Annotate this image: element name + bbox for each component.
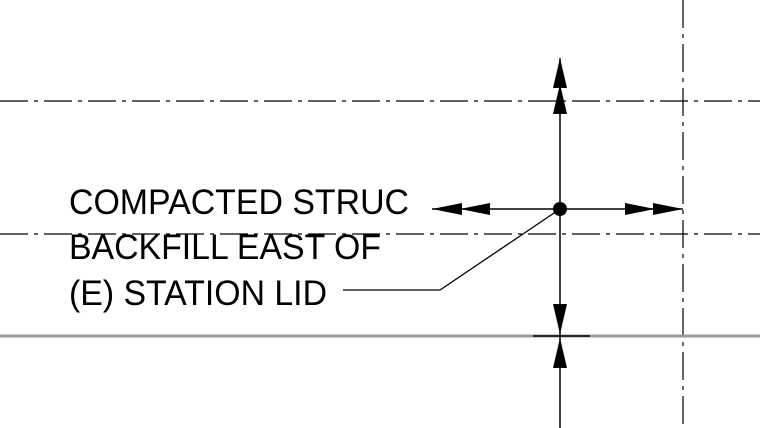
arrowhead-down-to-grade [553, 304, 567, 334]
arrowhead-up-lower [553, 84, 567, 114]
note-line-3: (E) STATION LID [69, 274, 327, 313]
arrowhead-right-outer [653, 203, 683, 215]
arrowhead-up-from-grade [553, 338, 567, 368]
note-line-1: COMPACTED STRUC [69, 183, 409, 222]
arrowhead-left-outer [432, 203, 462, 215]
leader-line [343, 208, 561, 291]
arrowhead-right-inner [625, 203, 655, 215]
arrowhead-up-upper [553, 58, 567, 88]
note-line-2: BACKFILL EAST OF [69, 228, 381, 267]
arrowhead-left-inner [460, 203, 490, 215]
